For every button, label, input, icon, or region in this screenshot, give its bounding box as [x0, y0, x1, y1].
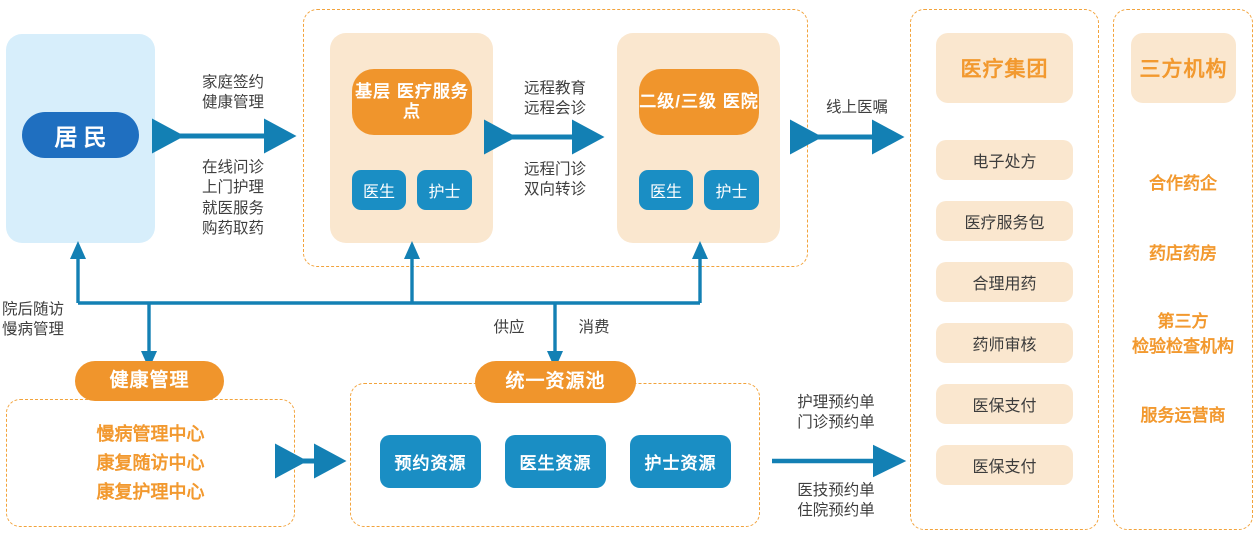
edge-label-supply: 供应 — [493, 319, 525, 336]
medical-group-item-4[interactable]: 医保支付 — [936, 384, 1073, 424]
edge-label-telemedicine-bottom: 远程门诊 双向转诊 — [523, 161, 586, 199]
third-party-item-2[interactable]: 第三方 检验检查机构 — [1132, 312, 1234, 356]
primary-care-role-nurse[interactable]: 护士 — [417, 170, 472, 210]
edge-label-online-orders: 线上医嘱 — [825, 99, 888, 116]
medical-group-item-3[interactable]: 药师审核 — [936, 323, 1073, 363]
third-party-item-3[interactable]: 服务运营商 — [1140, 406, 1226, 425]
health-management-item-0[interactable]: 慢病管理中心 — [96, 424, 205, 444]
resource-pool-item-1[interactable]: 医生资源 — [505, 435, 606, 488]
medical-group-item-0[interactable]: 电子处方 — [936, 140, 1073, 180]
edge-label-family-contract: 家庭签约 健康管理 — [201, 74, 264, 112]
edge-label-online-services: 在线问诊 上门护理 就医服务 购药取药 — [201, 159, 264, 238]
edge-label-consume: 消费 — [578, 319, 610, 336]
health-management-item-2[interactable]: 康复护理中心 — [96, 482, 205, 502]
edge-label-post-discharge: 院后随访 慢病管理 — [2, 301, 65, 339]
medical-group-panel — [910, 9, 1099, 530]
medical-group-title: 医疗集团 — [936, 33, 1073, 103]
third-party-title: 三方机构 — [1131, 33, 1236, 103]
resource-pool-item-0[interactable]: 预约资源 — [380, 435, 481, 488]
third-party-item-0[interactable]: 合作药企 — [1149, 174, 1217, 193]
primary-care-title[interactable]: 基层 医疗服务点 — [352, 69, 472, 135]
resident-pill[interactable]: 居民 — [22, 112, 139, 158]
third-party-panel — [1113, 9, 1253, 530]
edge-label-appointment-bottom: 医技预约单 住院预约单 — [797, 482, 875, 520]
medical-group-item-2[interactable]: 合理用药 — [936, 262, 1073, 302]
connector-bus — [76, 258, 702, 352]
medical-group-item-1[interactable]: 医疗服务包 — [936, 201, 1073, 241]
edge-label-telemedicine-top: 远程教育 远程会诊 — [523, 80, 586, 118]
connector-bus-arrowheads — [70, 241, 708, 369]
third-party-item-1[interactable]: 药店药房 — [1149, 244, 1217, 263]
health-management-title[interactable]: 健康管理 — [75, 361, 224, 401]
health-management-item-1[interactable]: 康复随访中心 — [96, 453, 205, 473]
resource-pool-item-2[interactable]: 护士资源 — [630, 435, 731, 488]
hospital-title[interactable]: 二级/三级 医院 — [639, 69, 759, 135]
medical-group-item-5[interactable]: 医保支付 — [936, 445, 1073, 485]
primary-care-role-doctor[interactable]: 医生 — [352, 170, 406, 210]
hospital-role-nurse[interactable]: 护士 — [704, 170, 759, 210]
resource-pool-title[interactable]: 统一资源池 — [475, 361, 636, 403]
hospital-role-doctor[interactable]: 医生 — [639, 170, 693, 210]
edge-label-appointment-top: 护理预约单 门诊预约单 — [797, 394, 875, 432]
